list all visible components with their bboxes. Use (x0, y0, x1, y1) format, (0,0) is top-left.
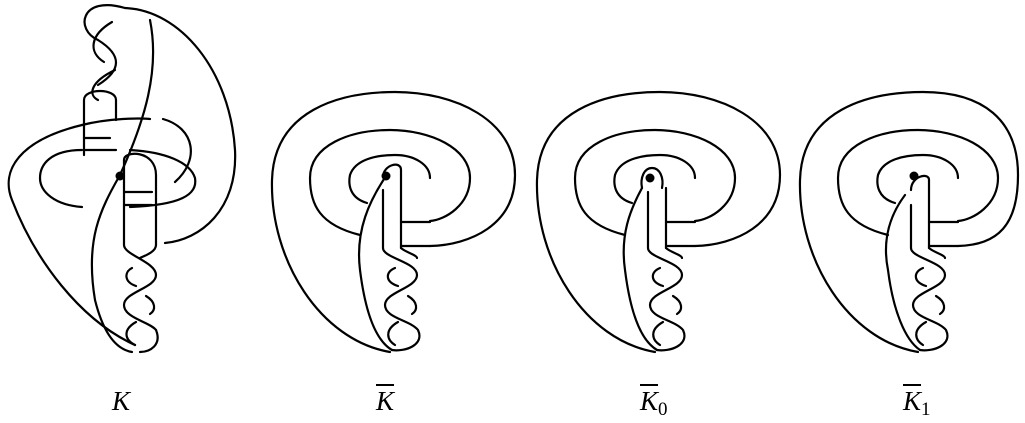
outer-loop (798, 90, 1020, 354)
label-K-bar-0: K0 (640, 386, 668, 421)
vertical-band (646, 186, 668, 250)
basepoint-dot (645, 173, 655, 183)
label-K-bar-1-subscript: 1 (921, 399, 931, 420)
diagonal-strand (90, 18, 155, 354)
middle-ellipse (308, 128, 472, 237)
knot-diagram-K-bar-0 (535, 90, 782, 354)
upper-band (82, 89, 118, 157)
label-K-bar-0-subscript: 0 (658, 399, 668, 420)
label-K-bar: K (376, 386, 394, 417)
left-tall-loop (83, 4, 127, 42)
lower-band (122, 152, 158, 247)
label-K: K (112, 386, 130, 417)
vertical-band (909, 174, 931, 250)
knot-diagram-K-bar (270, 90, 517, 354)
right-tall-loop (123, 6, 237, 245)
label-K-bar-1-text: K (903, 386, 922, 416)
label-K-bar-0-text: K (640, 386, 659, 416)
inner-loop (613, 153, 697, 205)
outer-loop (270, 90, 517, 354)
outer-left-loop (7, 123, 137, 347)
label-K-bar-1: K1 (903, 386, 931, 421)
middle-ellipse (836, 128, 1000, 237)
label-K-bar-text: K (376, 386, 395, 416)
outer-loop (535, 90, 782, 354)
inner-ellipse (38, 148, 84, 209)
inner-loop (876, 153, 960, 205)
label-K-text: K (112, 386, 131, 416)
basepoint-dot (115, 171, 125, 181)
inner-loop (348, 153, 432, 205)
middle-ellipse (573, 128, 737, 237)
small-tab (640, 166, 664, 190)
knot-diagram-K (7, 4, 237, 354)
knot-diagram-K-bar-1 (798, 90, 1020, 354)
